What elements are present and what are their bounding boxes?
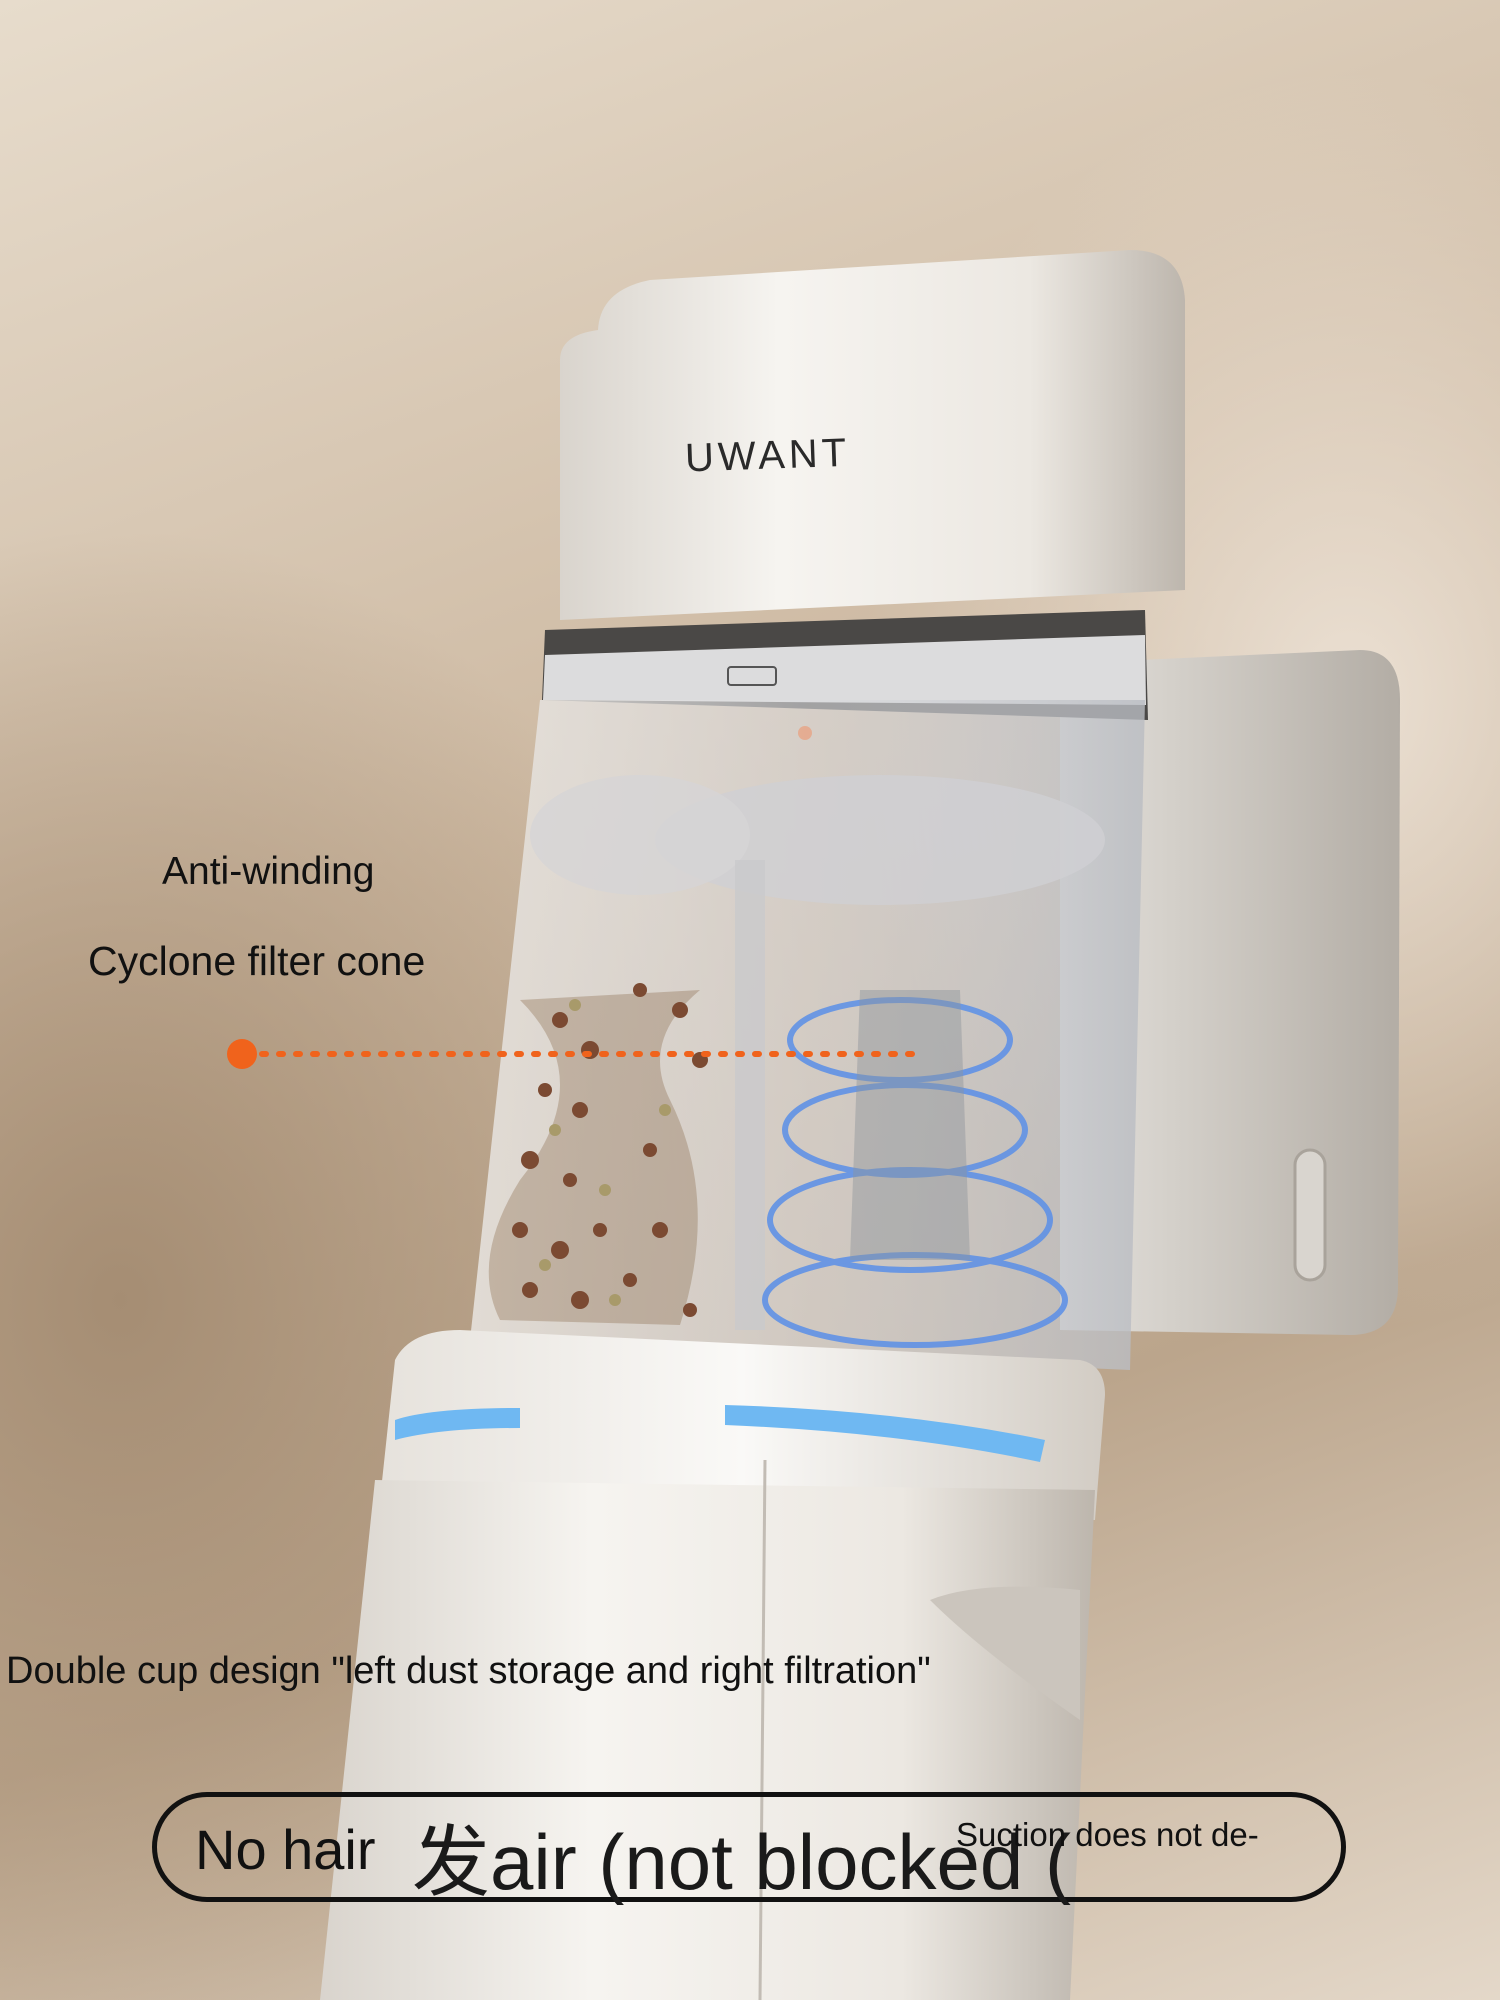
pill-left-text: No hair bbox=[195, 1818, 376, 1881]
light-strip-right bbox=[725, 1405, 1045, 1462]
debris bbox=[488, 983, 708, 1325]
pill-right-text: Suction does not de- bbox=[956, 1816, 1259, 1853]
lower-body bbox=[320, 1480, 1095, 2000]
vent bbox=[930, 1586, 1080, 1720]
cyclone-swirl bbox=[762, 997, 1068, 1348]
cyclone-filter-label: Cyclone filter cone bbox=[88, 938, 426, 984]
pill-center-text: 发air (not blocked ( bbox=[412, 1818, 1071, 1906]
light-strip-left bbox=[395, 1408, 520, 1440]
feature-pill bbox=[152, 1792, 1346, 1902]
brand-logo: UWANT bbox=[685, 431, 851, 480]
latch bbox=[727, 666, 777, 686]
pointer-dot bbox=[227, 1039, 257, 1069]
ring-inner bbox=[543, 635, 1146, 705]
svg-text:UWANT: UWANT bbox=[685, 431, 851, 480]
filter-cone bbox=[850, 990, 970, 1260]
anti-winding-label: Anti-winding bbox=[162, 850, 375, 893]
double-cup-label: Double cup design "left dust storage and… bbox=[6, 1650, 931, 1692]
top-cap bbox=[560, 250, 1185, 620]
handle-button bbox=[1293, 1148, 1327, 1282]
divider bbox=[735, 860, 765, 1330]
